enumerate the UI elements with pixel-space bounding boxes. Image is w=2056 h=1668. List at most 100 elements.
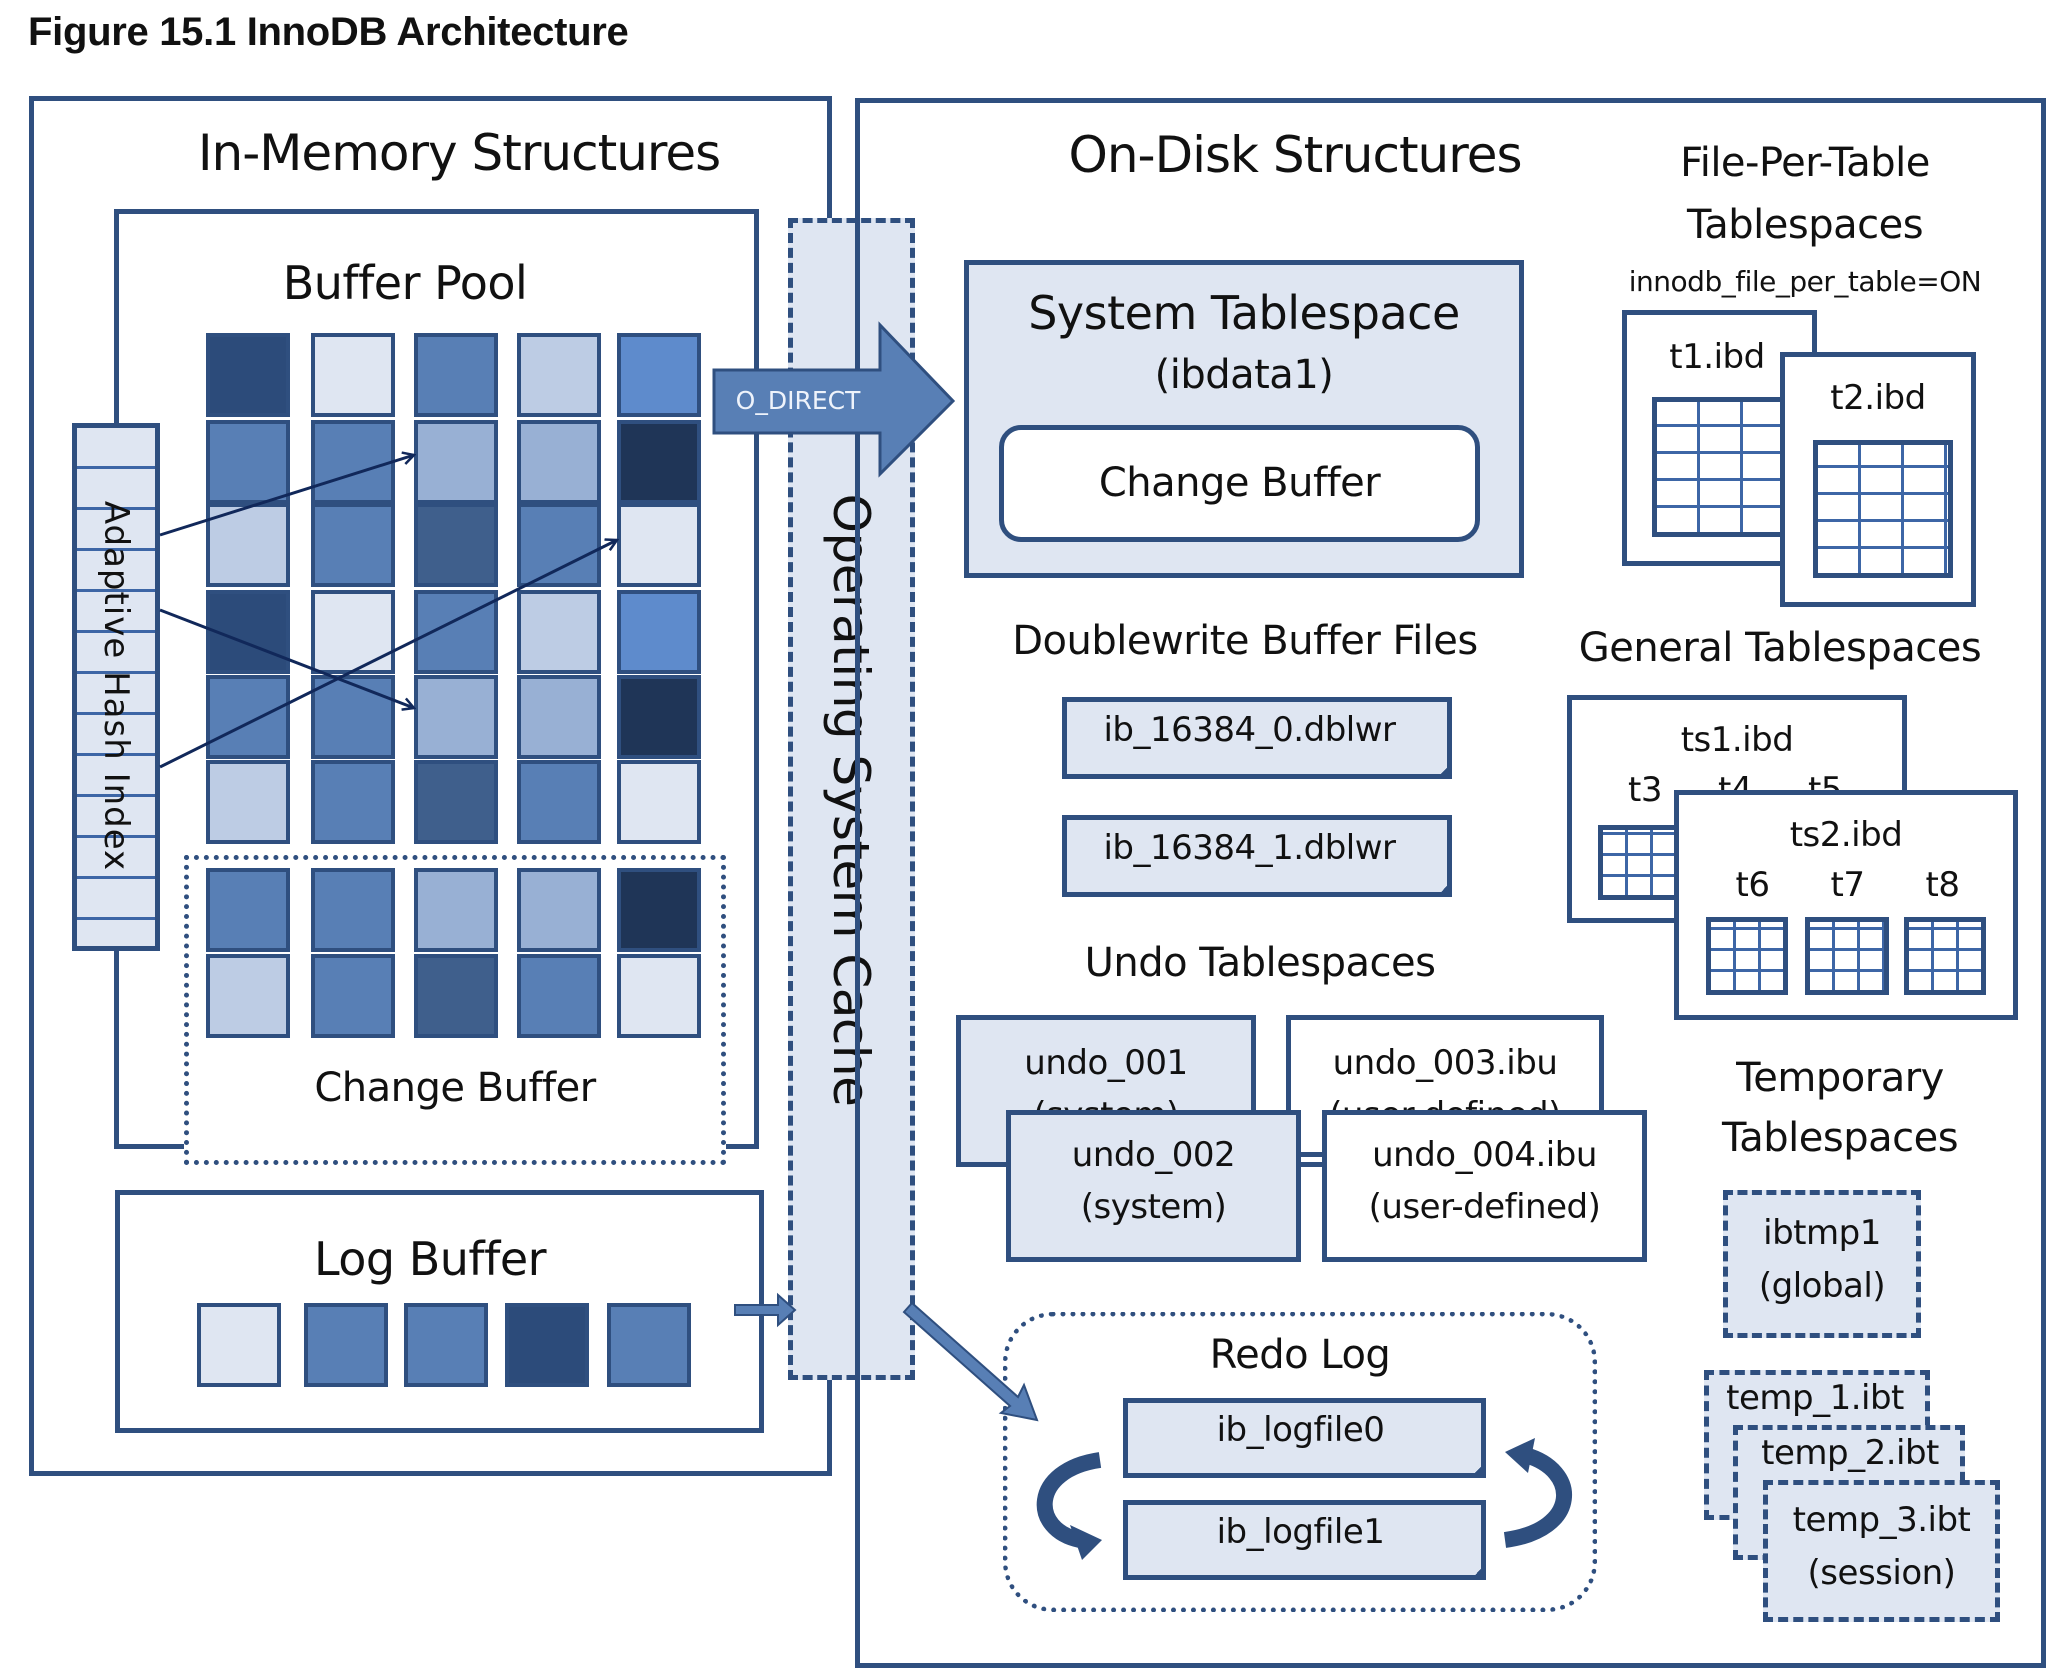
buffer-page: [206, 760, 290, 844]
buffer-page: [414, 954, 498, 1038]
buffer-page: [311, 420, 395, 504]
buffer-page: [617, 954, 701, 1038]
undo-file: [1006, 1110, 1301, 1262]
log-buffer-title: Log Buffer: [313, 1232, 547, 1286]
buffer-page: [311, 760, 395, 844]
session-temp-file-label: temp_1.ibt: [1726, 1378, 1904, 1418]
undo-file-name: undo_002: [1071, 1135, 1236, 1175]
file-per-table-title-line2: Tablespaces: [1686, 202, 1924, 248]
table-icon: [1805, 917, 1889, 995]
buffer-page: [517, 333, 601, 417]
buffer-page: [414, 760, 498, 844]
system-tablespace-file: (ibdata1): [1154, 352, 1334, 398]
session-temp-kind: (session): [1807, 1553, 1956, 1593]
table-icon: [1652, 397, 1792, 537]
buffer-page: [311, 954, 395, 1038]
buffer-page: [197, 1303, 281, 1387]
buffer-page: [617, 675, 701, 759]
buffer-page: [414, 503, 498, 587]
system-tablespace-change-buffer-label: Change Buffer: [1098, 460, 1381, 506]
redo-log-file-label: ib_logfile1: [1216, 1512, 1385, 1552]
buffer-page: [206, 675, 290, 759]
system-tablespace-change-buffer: [999, 425, 1480, 542]
redo-log-file: [1123, 1500, 1486, 1580]
undo-file: [1322, 1110, 1647, 1262]
redo-log-file: [1123, 1398, 1486, 1478]
buffer-page: [311, 590, 395, 674]
buffer-page: [311, 868, 395, 952]
file-per-table-file-label: t1.ibd: [1669, 337, 1765, 377]
buffer-page: [414, 420, 498, 504]
buffer-page: [517, 590, 601, 674]
file-per-table-title-line1: File-Per-Table: [1680, 140, 1930, 186]
table-icon: [1706, 917, 1788, 995]
buffer-page: [517, 760, 601, 844]
buffer-page: [206, 333, 290, 417]
general-tablespace-file-label: ts2.ibd: [1789, 815, 1903, 855]
buffer-page: [617, 503, 701, 587]
undo-file-kind: (system): [1080, 1187, 1227, 1227]
global-temp-name: ibtmp1: [1763, 1213, 1881, 1253]
temporary-tablespaces-title-line1: Temporary: [1736, 1055, 1944, 1101]
table-icon: [1813, 440, 1953, 578]
adaptive-hash-index: [72, 423, 160, 951]
change-buffer-title: Change Buffer: [314, 1065, 596, 1111]
doublewrite-file: [1062, 697, 1452, 779]
doublewrite-file: [1062, 815, 1452, 897]
undo-tablespaces-title: Undo Tablespaces: [1084, 940, 1436, 986]
buffer-page: [206, 954, 290, 1038]
buffer-page: [311, 503, 395, 587]
undo-file-name: undo_001: [1024, 1043, 1188, 1083]
buffer-page: [206, 868, 290, 952]
redo-log-file-label: ib_logfile0: [1216, 1410, 1385, 1450]
buffer-page: [414, 333, 498, 417]
general-tablespace-table-label: t8: [1925, 865, 1960, 905]
buffer-page: [311, 675, 395, 759]
general-tablespace-table-label: t6: [1735, 865, 1770, 905]
general-tablespace-table-label: t7: [1830, 865, 1865, 905]
session-temp-file-label: temp_2.ibt: [1761, 1433, 1939, 1473]
buffer-page: [517, 420, 601, 504]
buffer-page: [617, 333, 701, 417]
buffer-page: [206, 503, 290, 587]
undo-file-name: undo_004.ibu: [1372, 1135, 1597, 1175]
buffer-page: [617, 420, 701, 504]
undo-file-kind: (user-defined): [1368, 1187, 1601, 1227]
general-tablespace-file-label: ts1.ibd: [1680, 720, 1794, 760]
system-tablespace-title: System Tablespace: [1028, 286, 1460, 340]
buffer-page: [304, 1303, 388, 1387]
general-tablespace-table-label: t3: [1628, 770, 1662, 810]
undo-file-name: undo_003.ibu: [1332, 1043, 1558, 1083]
table-icon: [1598, 825, 1683, 900]
buffer-page: [404, 1303, 488, 1387]
buffer-page: [607, 1303, 691, 1387]
buffer-page: [414, 868, 498, 952]
buffer-page: [206, 420, 290, 504]
in-memory-title: In-Memory Structures: [197, 124, 721, 182]
buffer-page: [517, 954, 601, 1038]
buffer-page: [617, 760, 701, 844]
temporary-tablespaces-title-line2: Tablespaces: [1721, 1115, 1959, 1161]
buffer-page: [617, 590, 701, 674]
global-temp-kind: (global): [1758, 1266, 1886, 1306]
file-per-table-setting: innodb_file_per_table=ON: [1628, 265, 1982, 298]
undo-connector: [1290, 1152, 1330, 1157]
redo-log-region: [1003, 1312, 1597, 1612]
global-temp-tablespace: [1723, 1190, 1921, 1338]
buffer-page: [311, 333, 395, 417]
buffer-page: [617, 868, 701, 952]
buffer-page: [517, 503, 601, 587]
redo-log-title: Redo Log: [1209, 1332, 1391, 1378]
general-tablespaces-title: General Tablespaces: [1578, 625, 1982, 671]
adaptive-hash-index-label: Adaptive Hash Index: [96, 500, 136, 872]
buffer-page: [505, 1303, 589, 1387]
figure-title: Figure 15.1 InnoDB Architecture: [28, 10, 629, 54]
buffer-page: [414, 675, 498, 759]
on-disk-title: On-Disk Structures: [1068, 126, 1522, 184]
buffer-page: [206, 590, 290, 674]
doublewrite-file-label: ib_16384_1.dblwr: [1103, 828, 1396, 868]
doublewrite-file-label: ib_16384_0.dblwr: [1103, 710, 1396, 750]
buffer-pool-title: Buffer Pool: [282, 256, 528, 310]
table-icon: [1904, 917, 1986, 995]
buffer-page: [517, 675, 601, 759]
